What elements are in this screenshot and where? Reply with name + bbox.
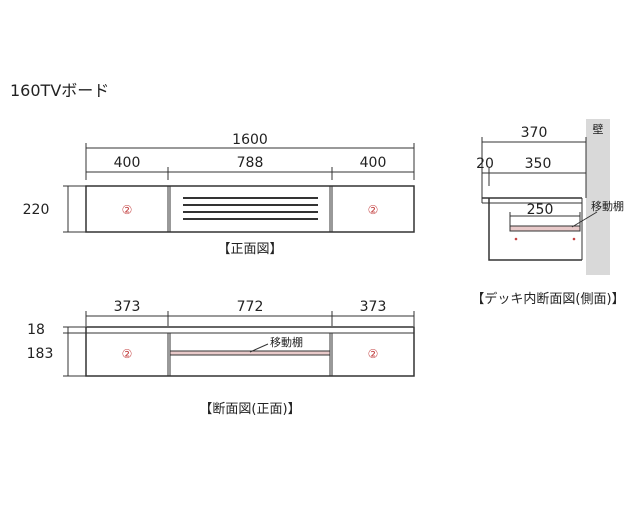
front-marker-right: ② xyxy=(368,203,379,217)
section-top-thickness-label: 18 xyxy=(27,322,45,338)
front-center-width-label: 788 xyxy=(237,155,264,171)
section-shelf-label: 移動棚 xyxy=(270,335,303,349)
front-total-label: 1600 xyxy=(232,132,268,148)
front-marker-left: ② xyxy=(122,203,133,217)
section-caption: 【断面図(正面)】 xyxy=(199,402,300,417)
section-right-width-label: 373 xyxy=(360,299,387,315)
side-body-outline xyxy=(488,198,582,261)
side-shelf-depth-label: 250 xyxy=(527,202,554,218)
section-marker-left: ② xyxy=(122,347,133,361)
side-gap-label: 20 xyxy=(476,156,494,172)
front-left-width-label: 400 xyxy=(114,155,141,171)
section-center-width-label: 772 xyxy=(237,299,264,315)
front-height-label: 220 xyxy=(23,202,50,218)
section-left-width-label: 373 xyxy=(114,299,141,315)
side-shelf-leader xyxy=(571,211,598,228)
side-wall-label: 壁 xyxy=(593,122,604,136)
section-shelf-leader xyxy=(249,343,269,353)
section-shelf xyxy=(169,350,331,356)
front-right-width-label: 400 xyxy=(360,155,387,171)
side-depth-label: 370 xyxy=(521,125,548,141)
side-pin-left xyxy=(514,237,518,241)
side-pin-right xyxy=(572,237,576,241)
section-view xyxy=(63,311,415,377)
side-caption: 【デッキ内断面図(側面)】 xyxy=(471,291,624,307)
side-wall xyxy=(586,119,610,275)
drawing-title: 160TVボード xyxy=(10,81,109,100)
section-marker-right: ② xyxy=(368,347,379,361)
front-body xyxy=(85,185,415,233)
side-shelf xyxy=(509,225,581,232)
side-view xyxy=(481,137,598,261)
section-inner-height-label: 183 xyxy=(27,346,54,362)
side-inner-depth-label: 350 xyxy=(525,156,552,172)
side-shelf-label: 移動棚 xyxy=(591,199,624,213)
section-body xyxy=(85,326,415,377)
front-caption: 【正面図】 xyxy=(217,242,282,257)
front-view xyxy=(63,143,415,233)
